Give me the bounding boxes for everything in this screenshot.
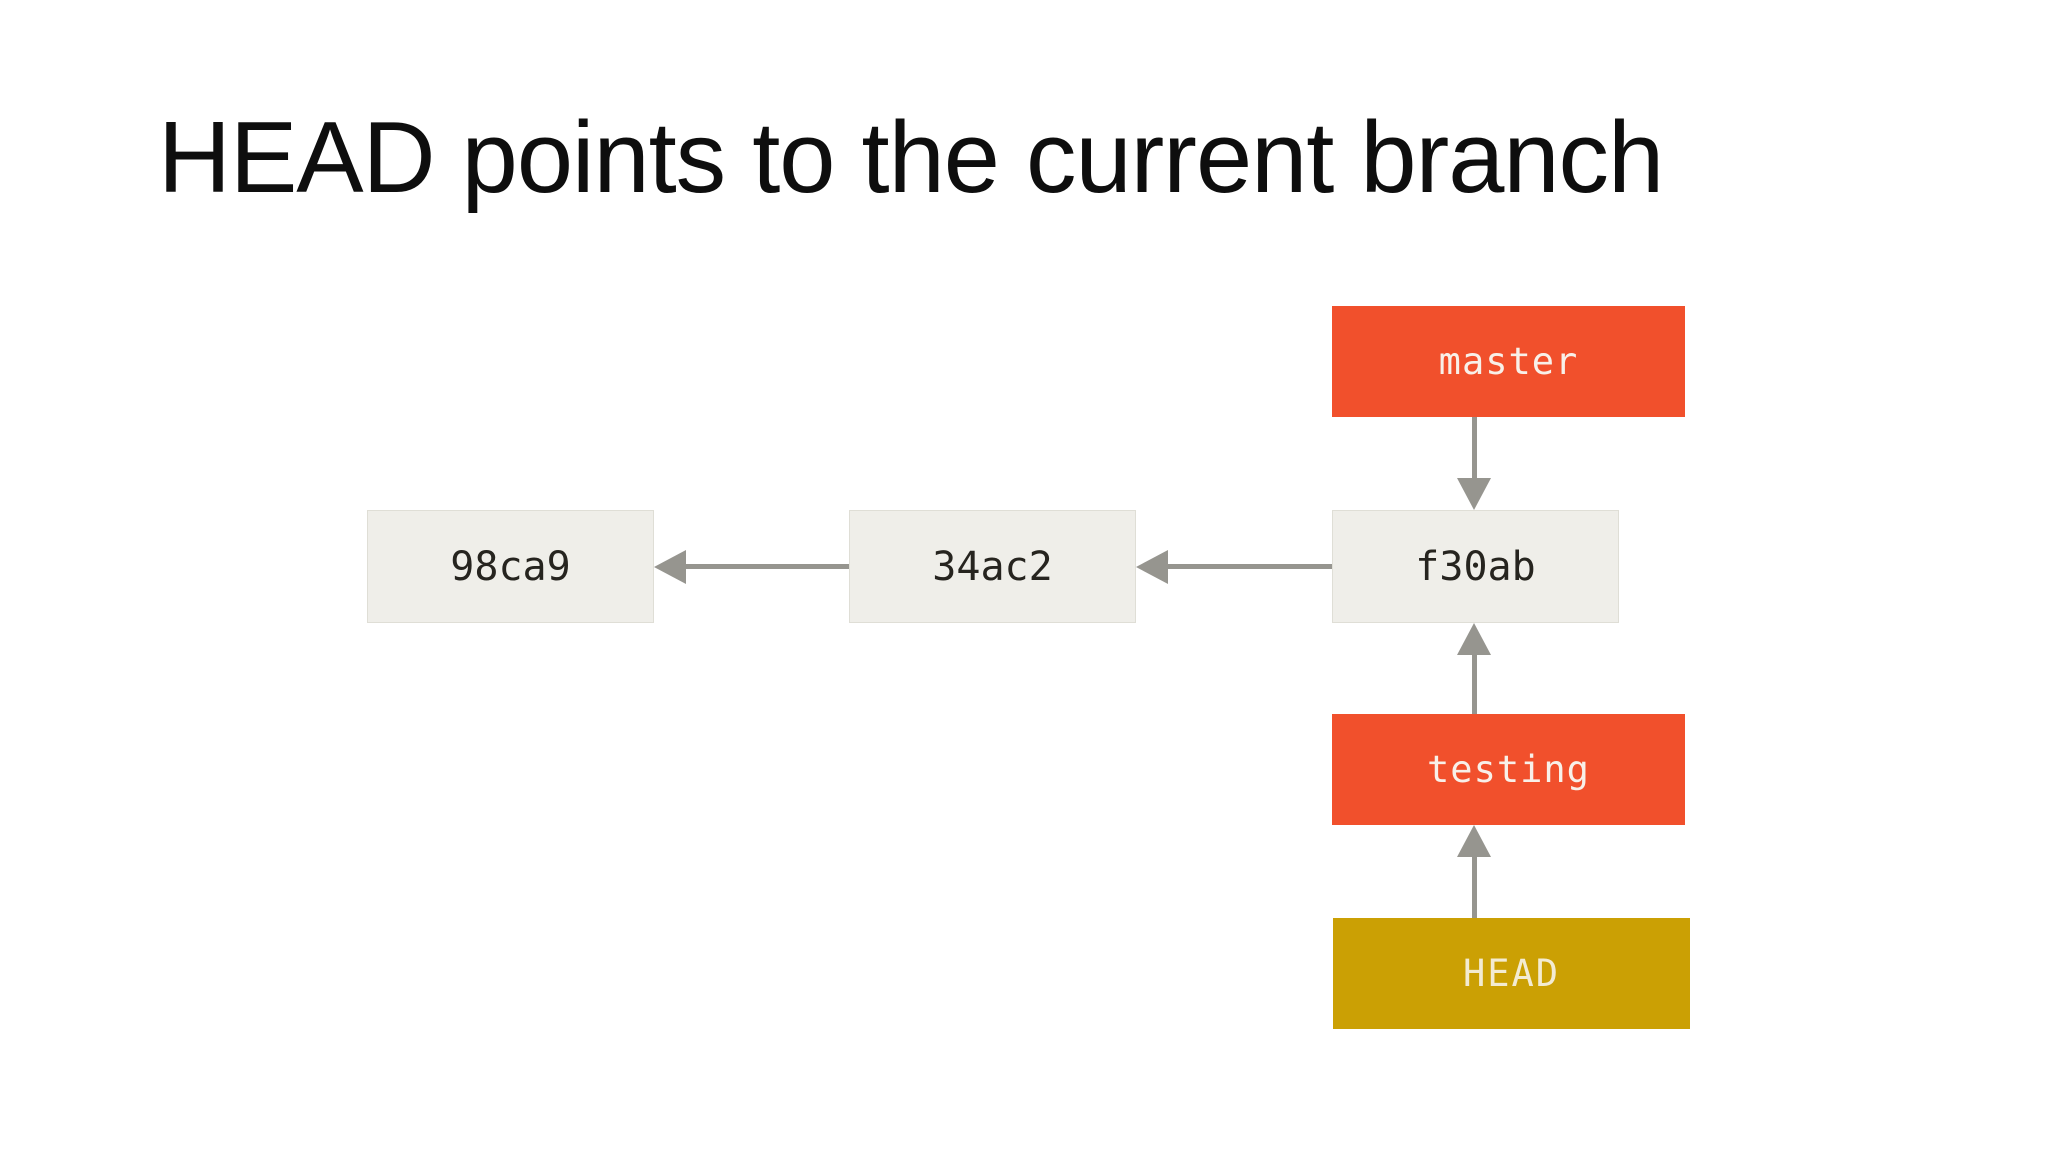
arrow-line — [1166, 564, 1332, 569]
arrow-line — [1472, 653, 1477, 714]
commit-node-f30ab: f30ab — [1332, 510, 1619, 623]
branch-label: testing — [1427, 748, 1590, 791]
arrow-line — [1472, 855, 1477, 918]
arrowhead-up-icon — [1457, 825, 1491, 857]
arrow-testing-to-f30ab — [1457, 623, 1491, 714]
arrow-f30ab-to-34ac2 — [1136, 550, 1332, 584]
commit-id-label: 34ac2 — [932, 543, 1053, 590]
arrow-34ac2-to-98ca9 — [654, 550, 849, 584]
commit-id-label: 98ca9 — [450, 543, 571, 590]
arrow-line — [1472, 417, 1477, 480]
branch-label: master — [1438, 340, 1579, 383]
arrow-line — [684, 564, 849, 569]
branch-node-master: master — [1332, 306, 1685, 417]
head-label: HEAD — [1462, 952, 1561, 995]
head-node: HEAD — [1333, 918, 1690, 1029]
branch-node-testing: testing — [1332, 714, 1685, 825]
slide-title: HEAD points to the current branch — [158, 102, 1664, 214]
arrowhead-left-icon — [654, 550, 686, 584]
arrow-head-to-testing — [1457, 825, 1491, 918]
arrowhead-up-icon — [1457, 623, 1491, 655]
arrowhead-left-icon — [1136, 550, 1168, 584]
arrow-master-to-f30ab — [1457, 417, 1491, 510]
commit-id-label: f30ab — [1415, 543, 1536, 590]
commit-node-34ac2: 34ac2 — [849, 510, 1136, 623]
commit-node-98ca9: 98ca9 — [367, 510, 654, 623]
arrowhead-down-icon — [1457, 478, 1491, 510]
